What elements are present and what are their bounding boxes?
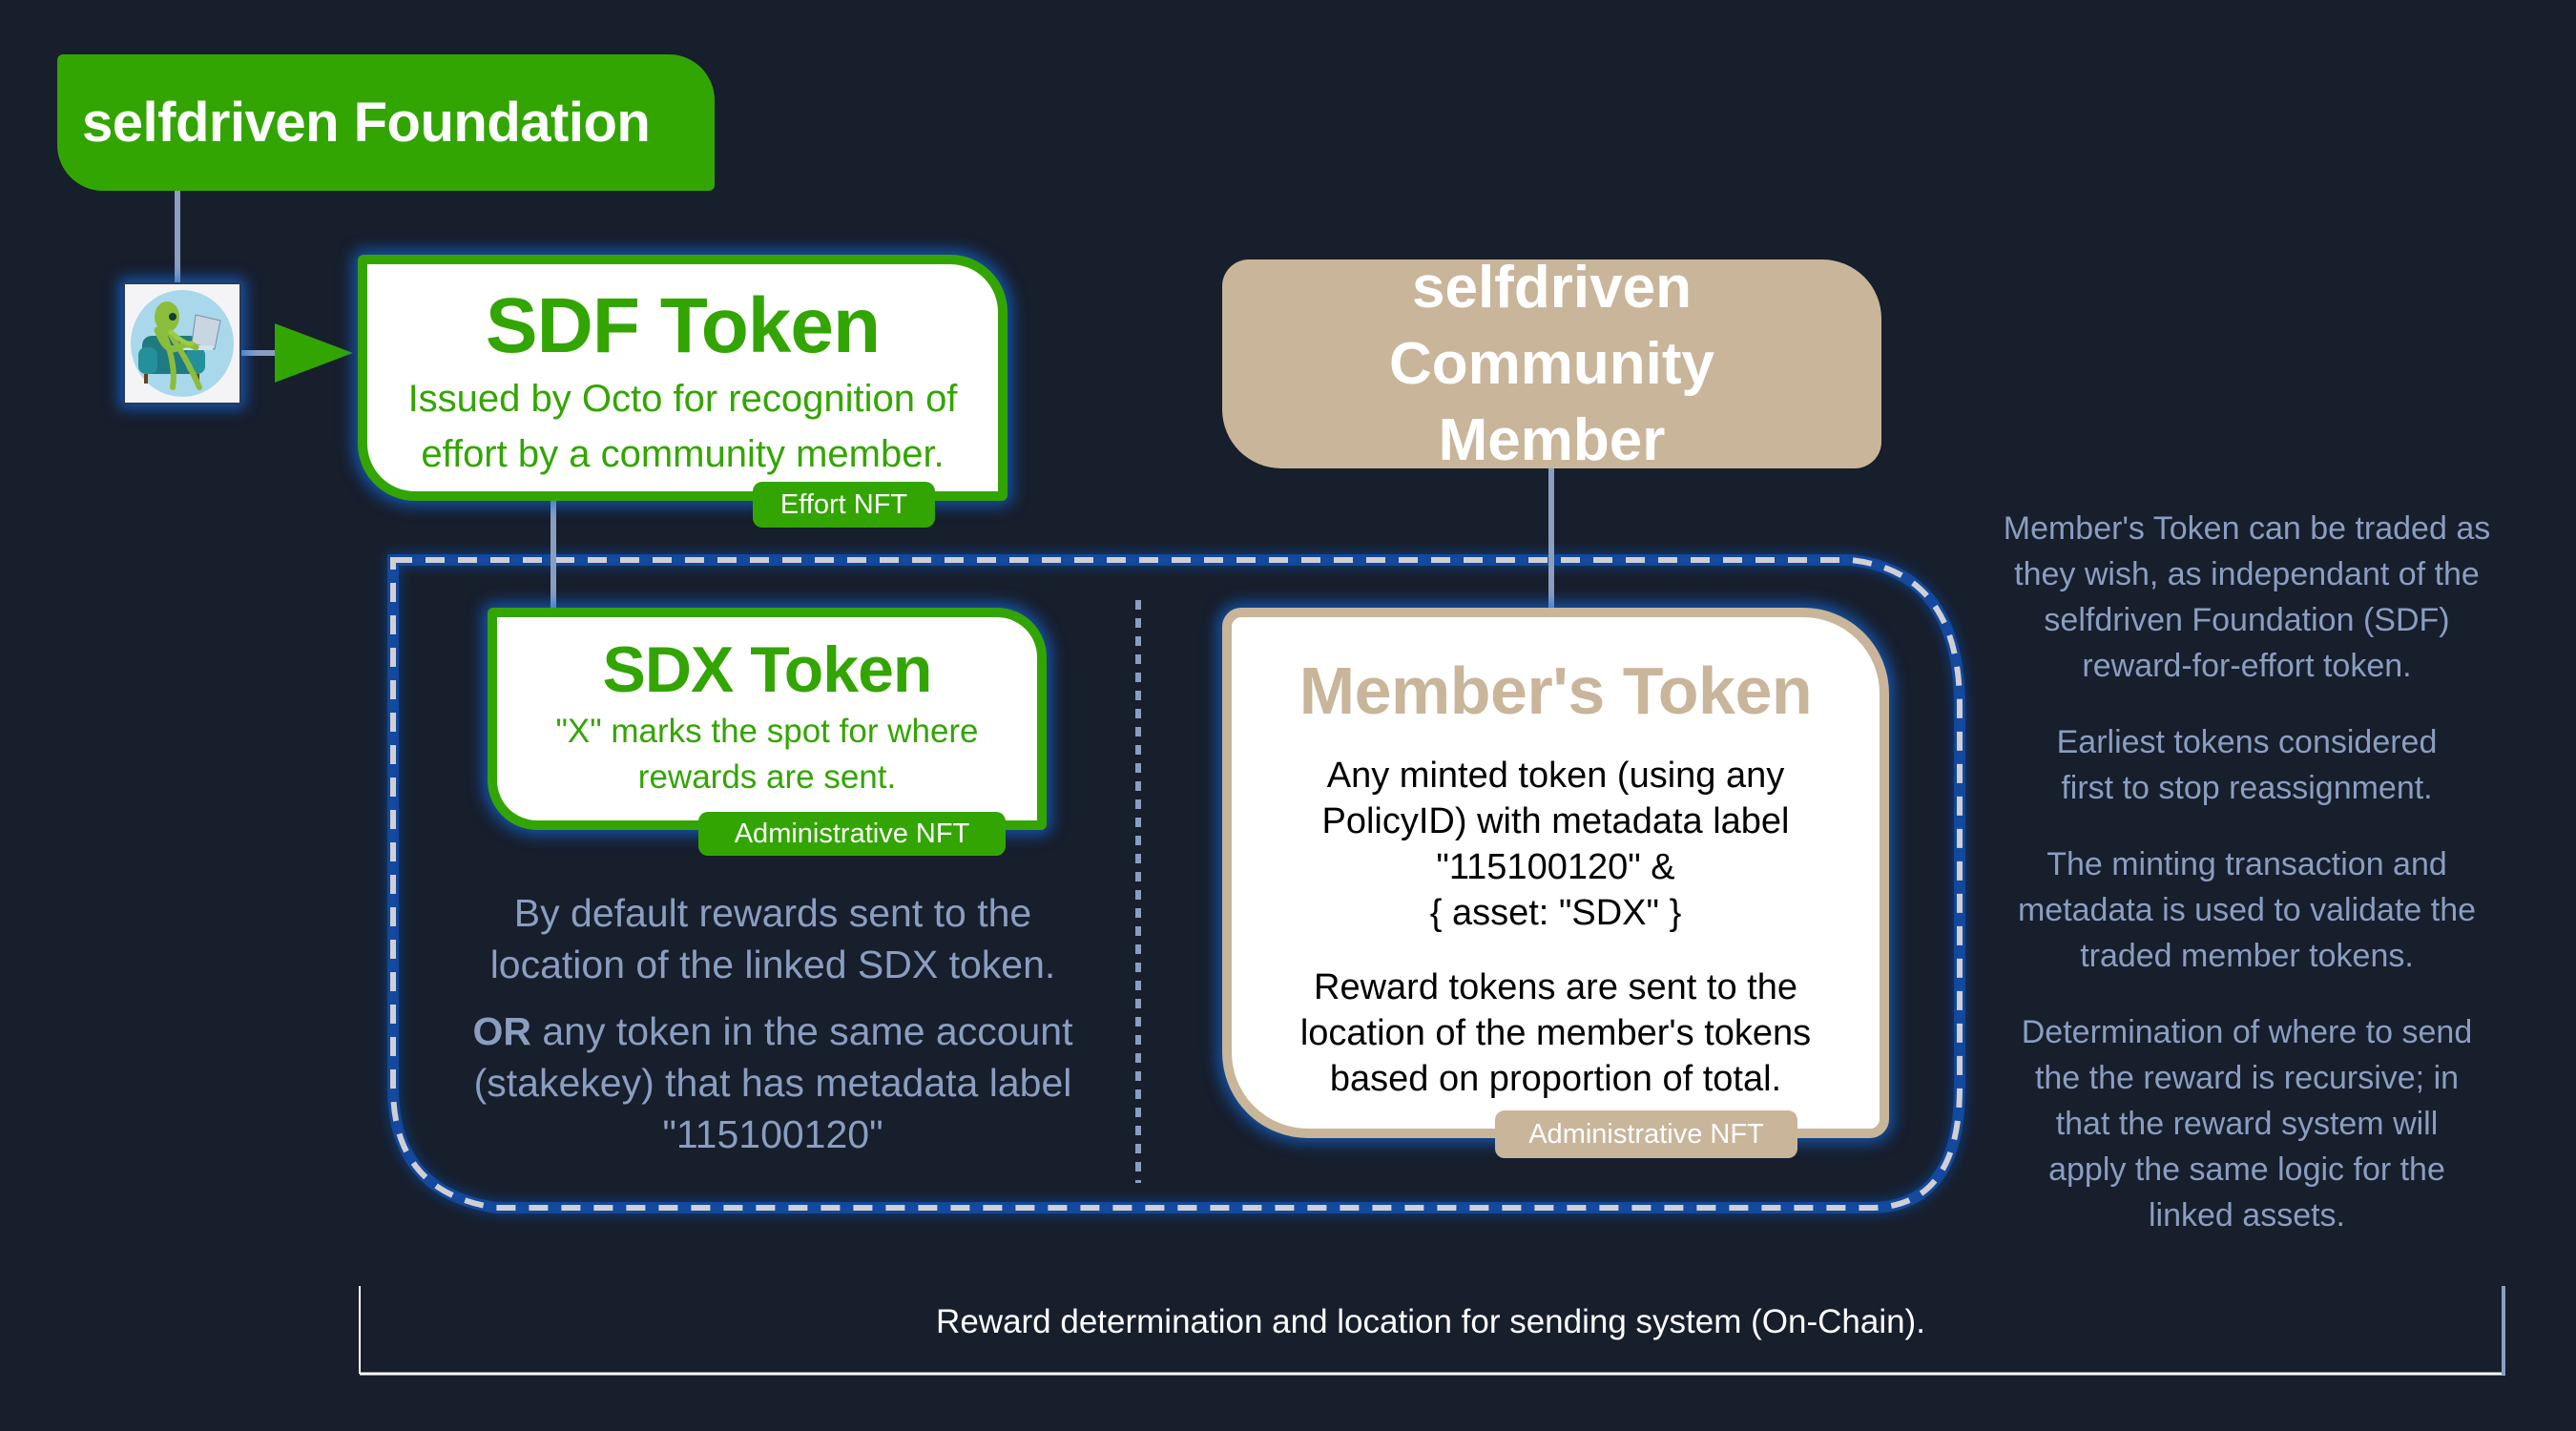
side-note-3-line-1: The minting transaction and	[2046, 846, 2447, 882]
side-note-4-line-4: apply the same logic for the	[2048, 1151, 2445, 1188]
sdx-token-subtitle-line-1: "X" marks the spot for where	[555, 713, 979, 750]
side-note-earliest: Earliest tokens considered first to stop…	[1965, 719, 2528, 811]
sdx-note-2-line-3: "115100120"	[662, 1112, 883, 1156]
sdx-note-2-line-2: (stakekey) that has metadata label	[473, 1061, 1072, 1105]
sdf-token-card: SDF Token Issued by Octo for recognition…	[358, 255, 1008, 501]
community-member-node: selfdriven Community Member	[1222, 255, 1881, 473]
connector-sdf-sdx	[551, 501, 556, 608]
side-notes: Member's Token can be traded as they wis…	[1965, 506, 2528, 1269]
foundation-title: selfdriven Foundation	[82, 92, 651, 154]
community-title-line-1: selfdriven Community	[1389, 254, 1714, 397]
member-token-definition-line-2: PolicyID) with metadata label	[1321, 801, 1790, 841]
side-note-4-line-5: linked assets.	[2149, 1197, 2345, 1234]
effort-nft-tag: Effort NFT	[753, 482, 935, 528]
arrow-to-sdf-icon	[275, 323, 353, 383]
side-note-validation: The minting transaction and metadata is …	[1965, 841, 2528, 979]
sdx-token-title: SDX Token	[602, 633, 933, 706]
sdx-note-1-line-2: location of the linked SDX token.	[489, 943, 1056, 986]
sdf-token-subtitle-line-1: Issued by Octo for recognition of	[407, 378, 958, 420]
sdx-note-2-line-1: any token in the same account	[530, 1009, 1073, 1053]
sdx-default-notes: By default rewards sent to the location …	[439, 887, 1107, 1175]
member-token-title: Member's Token	[1298, 653, 1813, 728]
connector-foundation-avatar	[175, 191, 180, 284]
side-note-2-line-1: Earliest tokens considered	[2056, 724, 2438, 760]
member-token-definition: Any minted token (using any PolicyID) wi…	[1232, 753, 1880, 936]
side-note-1-line-4: reward-for-effort token.	[2082, 648, 2412, 684]
sdf-token-title: SDF Token	[485, 282, 881, 369]
member-token-definition-line-1: Any minted token (using any	[1326, 756, 1785, 796]
side-note-2-line-2: first to stop reassignment.	[2061, 770, 2433, 806]
foundation-node: selfdriven Foundation	[57, 54, 715, 191]
side-note-1-line-2: they wish, as independant of the	[2014, 556, 2480, 592]
side-note-1-line-1: Member's Token can be traded as	[2003, 510, 2491, 547]
octo-avatar	[123, 282, 241, 404]
side-note-4-line-1: Determination of where to send	[2021, 1014, 2473, 1050]
member-token-card: Member's Token Any minted token (using a…	[1222, 608, 1889, 1138]
connector-avatar-arrow	[241, 350, 276, 356]
side-note-4-line-2: the the reward is recursive; in	[2034, 1060, 2460, 1096]
side-note-3-line-3: traded member tokens.	[2080, 938, 2414, 974]
side-note-4-line-3: that the reward system will	[2055, 1106, 2439, 1142]
sdx-token-subtitle-line-2: rewards are sent.	[637, 758, 897, 796]
member-token-reward-line-1: Reward tokens are sent to the	[1314, 967, 1797, 1007]
sdx-note-1-line-1: By default rewards sent to the	[513, 891, 1032, 935]
sdx-administrative-nft-tag: Administrative NFT	[698, 812, 1006, 856]
sdf-token-subtitle-line-2: effort by a community member.	[421, 433, 945, 475]
sdx-token-card: SDX Token "X" marks the spot for where r…	[488, 608, 1047, 830]
member-token-definition-line-3: "115100120" &	[1436, 847, 1675, 887]
side-note-1-line-3: selfdriven Foundation (SDF)	[2044, 602, 2450, 638]
sdx-note-1: By default rewards sent to the location …	[439, 887, 1107, 990]
member-token-reward-line-3: based on proportion of total.	[1329, 1059, 1782, 1099]
side-note-recursive: Determination of where to send the the r…	[1965, 1009, 2528, 1238]
community-title-line-2: Member	[1438, 406, 1666, 473]
side-note-3-line-2: metadata is used to validate the	[2017, 892, 2477, 928]
member-token-reward-rule: Reward tokens are sent to the location o…	[1232, 964, 1880, 1102]
connector-community-member	[1548, 468, 1554, 608]
side-note-tradable: Member's Token can be traded as they wis…	[1965, 506, 2528, 689]
sdx-note-2-bold-or: OR	[472, 1009, 531, 1053]
member-token-definition-line-4: { asset: "SDX" }	[1429, 893, 1682, 933]
sdx-note-2: OR any token in the same account (stakek…	[439, 1006, 1107, 1160]
member-token-reward-line-2: location of the member's tokens	[1299, 1013, 1812, 1053]
on-chain-system-label: Reward determination and location for se…	[936, 1303, 1925, 1340]
octopus-avatar-icon	[131, 290, 234, 397]
member-administrative-nft-tag: Administrative NFT	[1495, 1110, 1797, 1158]
